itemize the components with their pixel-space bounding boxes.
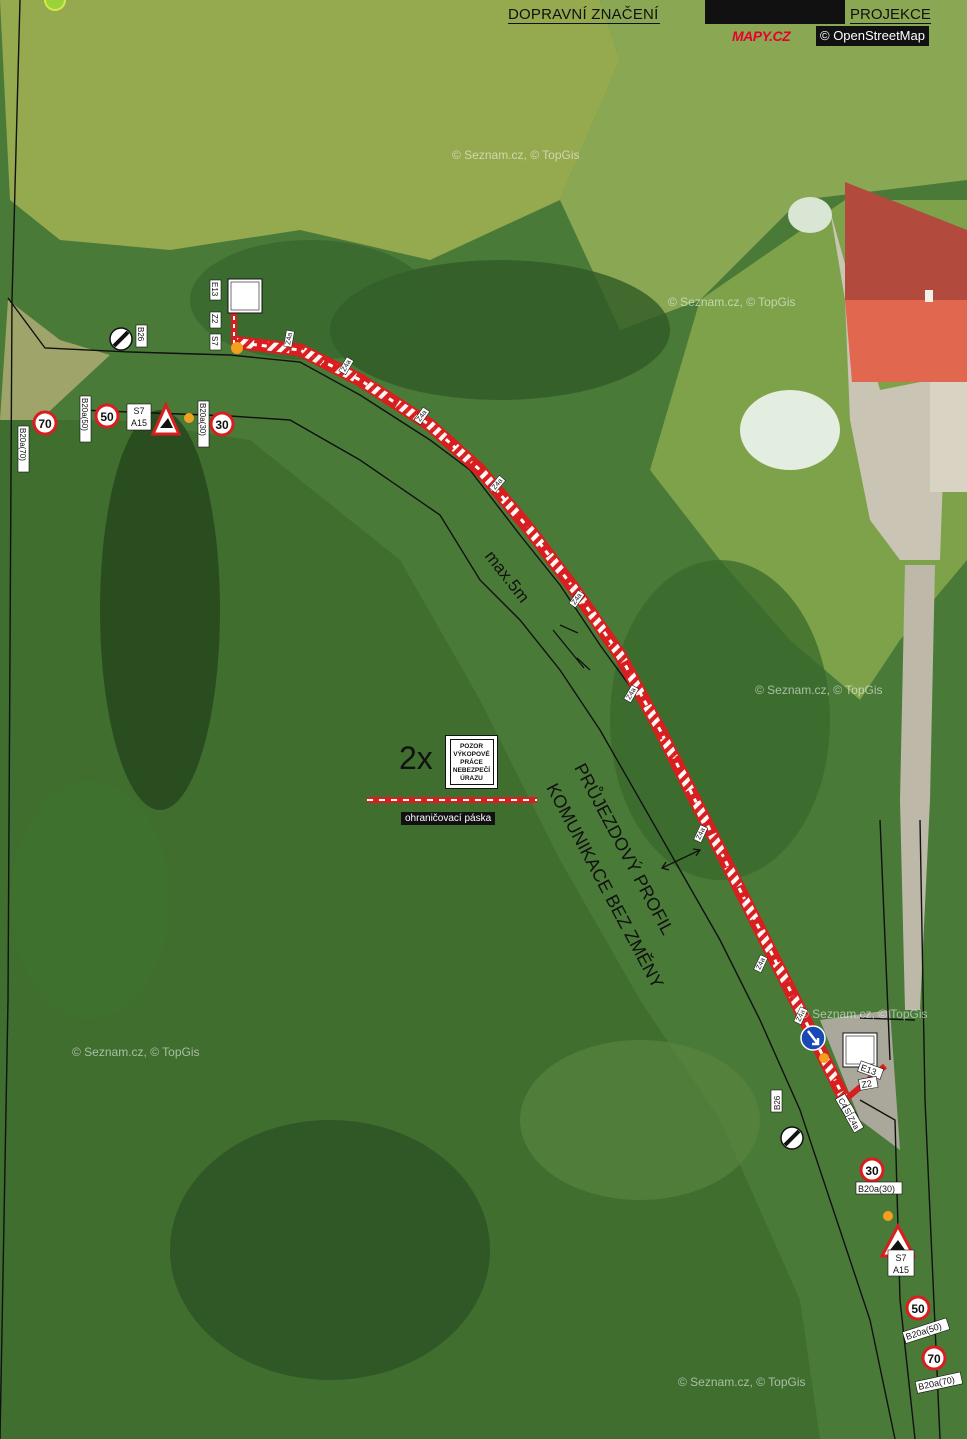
z4a-plate: Z4a — [695, 827, 706, 841]
map-watermark: © Seznam.cz, © TopGis — [452, 148, 580, 162]
plate-a15-east: A15 — [893, 1265, 909, 1275]
z4a-plate: Z4a — [755, 957, 766, 971]
sign-group-west: 70 B20a(70) 50 B20a(50) S7 A15 B20a(30) … — [17, 278, 263, 473]
plate-b20a30-west: B20a(30) — [198, 403, 207, 436]
house-building — [845, 182, 967, 492]
plate-b26-east: B26 — [773, 1095, 782, 1110]
header-left-label: DOPRAVNÍ ZNAČENÍ — [508, 6, 661, 24]
plate-b26-west: B26 — [136, 327, 145, 342]
plate-z2-east: Z2 — [861, 1078, 873, 1090]
speed-sign-30-east: 30 — [865, 1164, 879, 1178]
legend-warning-card: POZOR VÝKOPOVÉ PRÁCE NEBEZPEČÍ ÚRAZU — [445, 735, 498, 789]
speed-sign-50-east: 50 — [911, 1302, 925, 1316]
plate-b20a70-west: B20a(70) — [18, 428, 27, 461]
header-right-label: PROJEKCE — [850, 6, 931, 24]
plate-a15-west: A15 — [131, 418, 147, 428]
plate-e13-west: E13 — [210, 282, 219, 297]
plate-s7-west-top: S7 — [210, 336, 219, 346]
speed-sign-70-west: 70 — [38, 417, 52, 431]
legend-tape-label: ohraničovací páska — [401, 812, 496, 825]
speed-sign-70-east: 70 — [927, 1352, 941, 1366]
legend-multiplier: 2x — [399, 740, 433, 776]
plate-b20a50-west: B20a(50) — [80, 398, 89, 431]
map-watermark: © Seznam.cz, © TopGis — [678, 1375, 806, 1389]
speed-sign-50-west: 50 — [100, 410, 114, 424]
dimension-marks — [552, 624, 702, 871]
osm-attribution[interactable]: © OpenStreetMap — [816, 26, 929, 46]
plate-z2-west: Z2 — [210, 314, 219, 324]
plate-b20a30-east: B20a(30) — [858, 1184, 895, 1194]
plate-s7-east: S7 — [895, 1253, 906, 1263]
corner-marker — [44, 0, 66, 11]
z4a-plate: Z4a — [285, 332, 294, 345]
header-title-block — [705, 0, 845, 24]
map-watermark: © Seznam.cz, © TopGis — [800, 1007, 928, 1021]
mapy-cz-logo[interactable]: MAPY.CZ — [732, 28, 791, 44]
z4a-plate: Z4a — [795, 1009, 806, 1023]
speed-sign-30-west: 30 — [215, 418, 229, 432]
map-watermark: © Seznam.cz, © TopGis — [755, 683, 883, 697]
map-watermark: © Seznam.cz, © TopGis — [72, 1045, 200, 1059]
legend-warning-card-text: POZOR VÝKOPOVÉ PRÁCE NEBEZPEČÍ ÚRAZU — [449, 739, 494, 785]
map-watermark: © Seznam.cz, © TopGis — [668, 295, 796, 309]
plate-s7-west: S7 — [133, 406, 144, 416]
